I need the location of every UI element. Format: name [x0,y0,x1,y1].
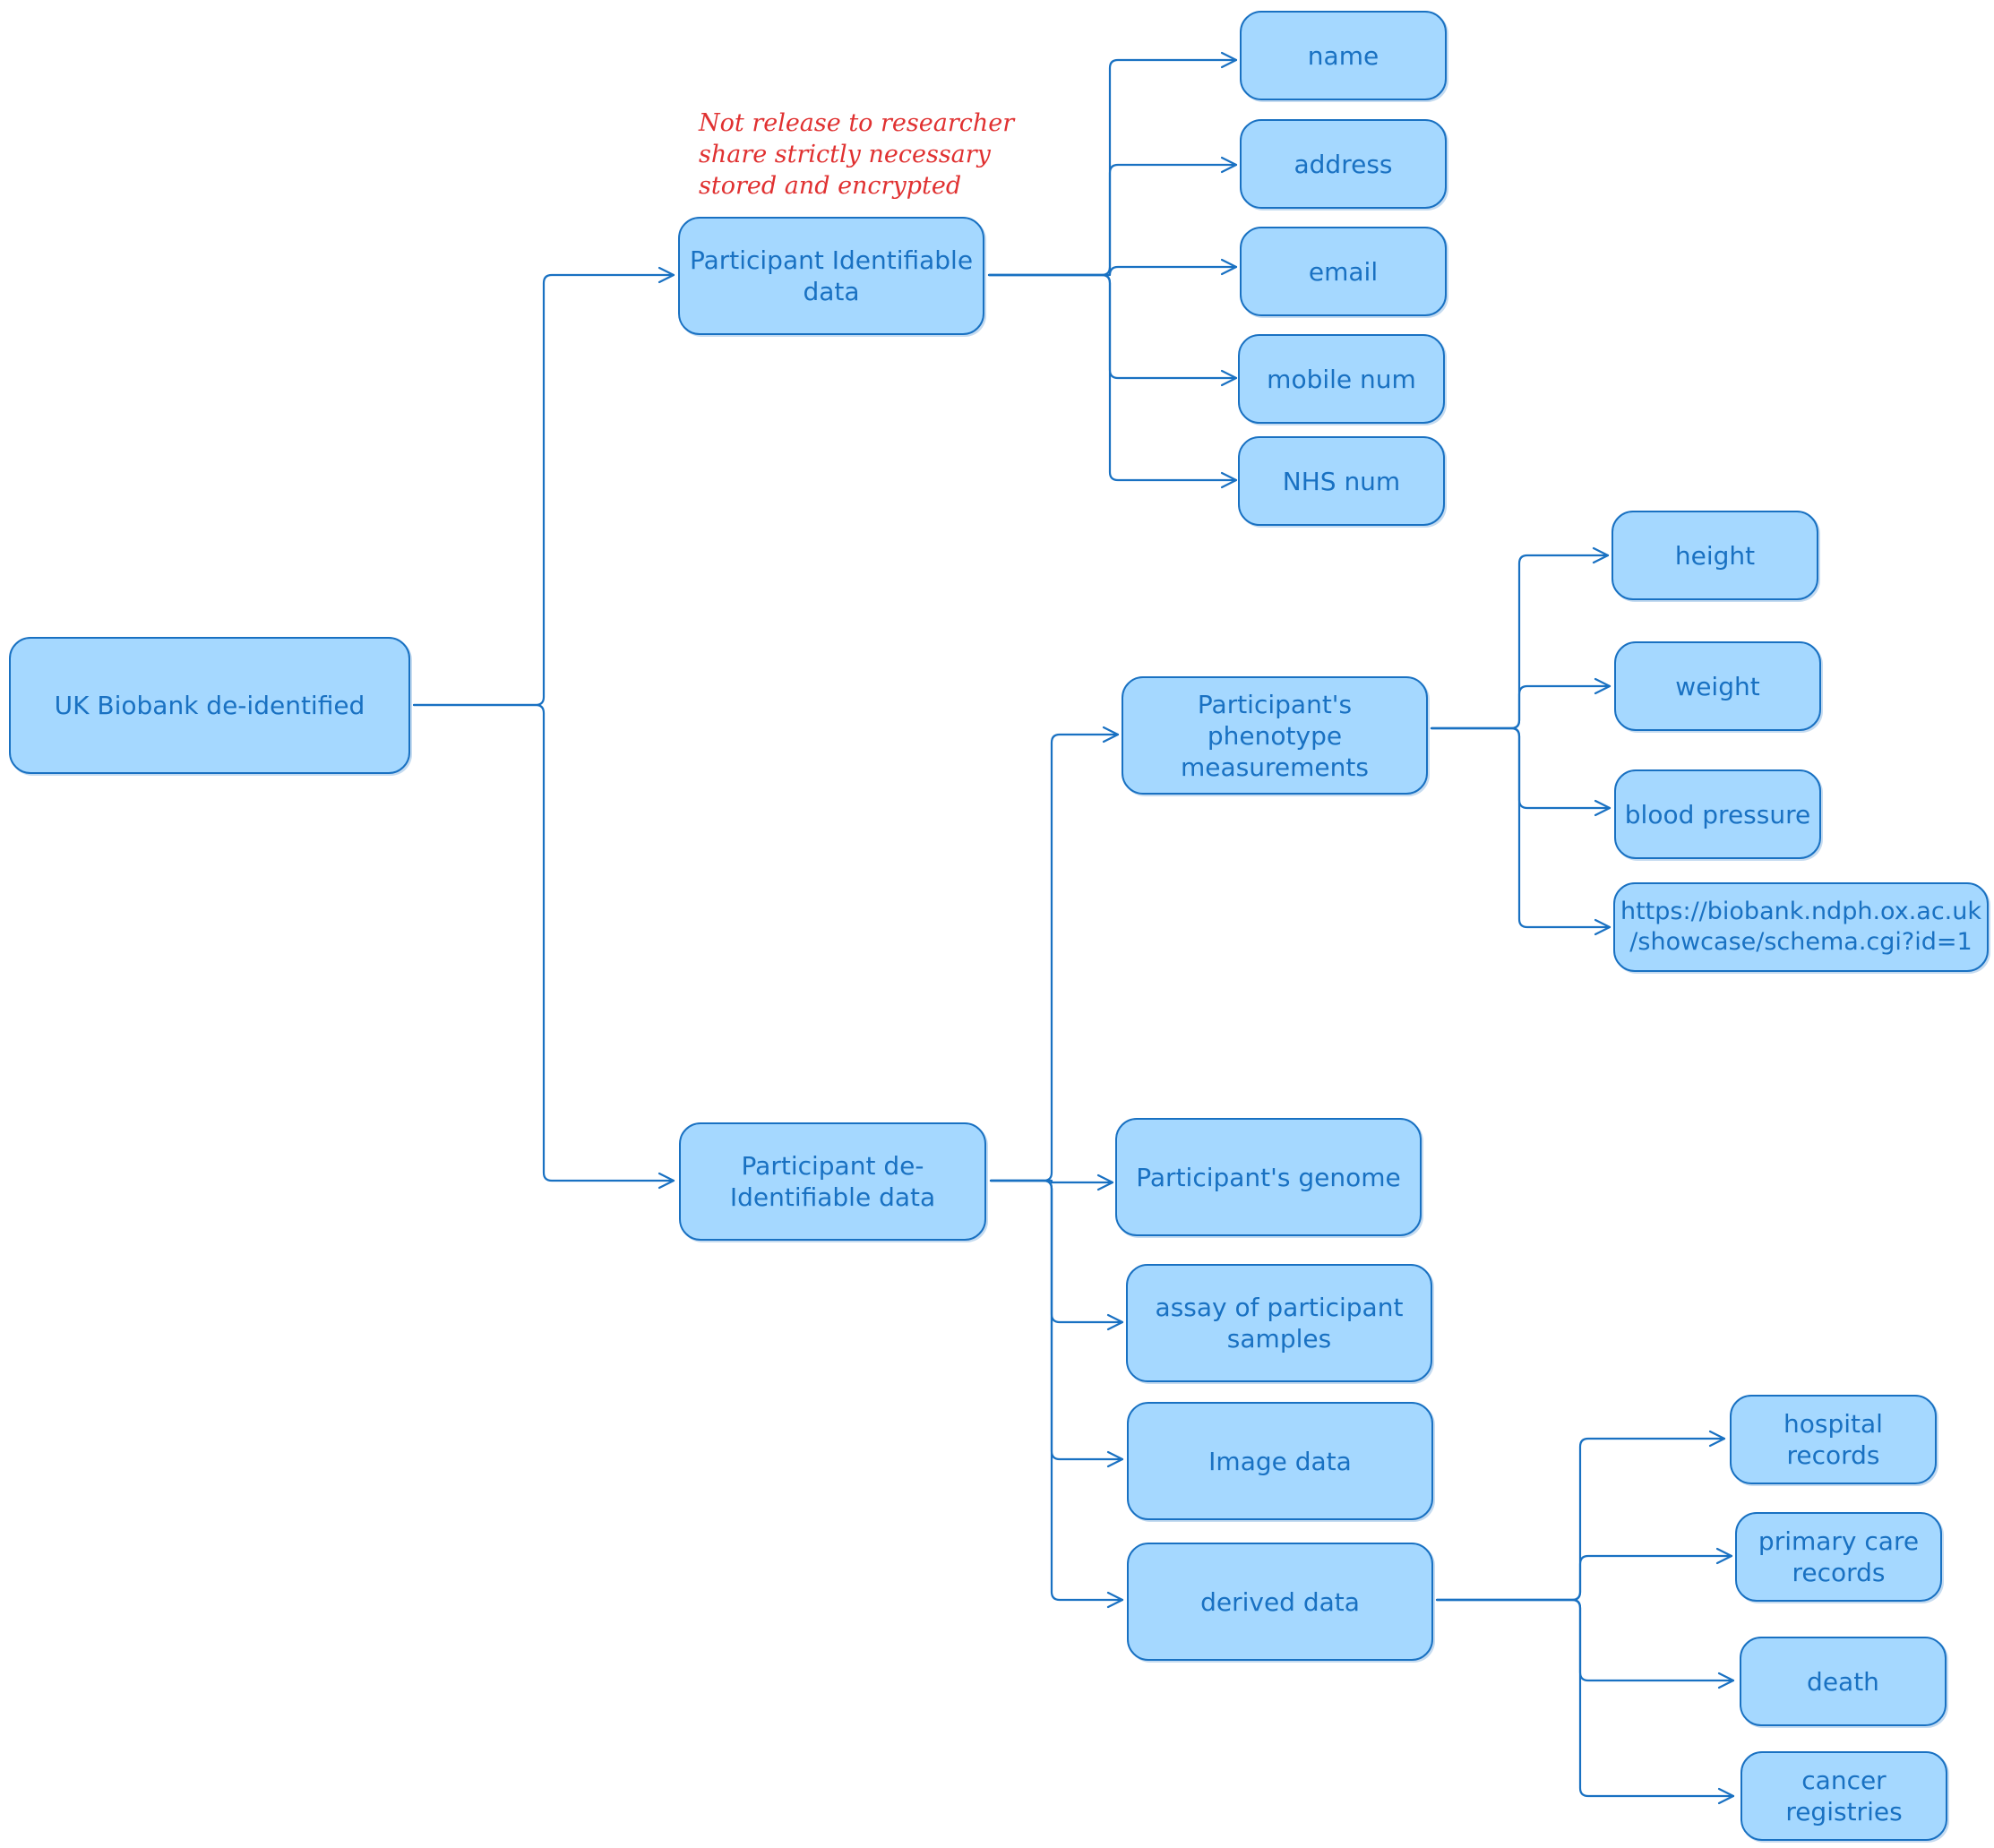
connector-root-identifiable [412,273,675,707]
connector-identifiable-address [987,163,1238,277]
connector-phenotype-weight [1430,684,1612,730]
node-image-data[interactable]: Image data [1127,1402,1433,1520]
annotation-line: stored and encrypted [699,172,962,200]
connector-derived-primary [1435,1554,1733,1602]
connector-deid-derived [989,1179,1124,1602]
connector-root-deidentifiable [412,703,675,1182]
node-phenotype-weight[interactable]: weight [1614,641,1821,731]
node-phenotype-blood-pressure[interactable]: blood pressure [1614,769,1821,859]
connector-identifiable-email [987,265,1238,277]
node-field-name[interactable]: name [1240,11,1447,100]
node-uk-biobank-de-identified[interactable]: UK Biobank de-identified [9,637,410,774]
connector-derived-cancer [1435,1598,1735,1798]
node-assay-participant-samples[interactable]: assay of participant samples [1126,1264,1432,1382]
connector-identifiable-mobile [987,273,1238,380]
connector-deid-image [989,1179,1124,1461]
annotation-line: share strictly necessary [699,141,991,168]
node-field-address[interactable]: address [1240,119,1447,209]
annotation-line: Not release to researcher [699,109,1015,137]
node-derived-death[interactable]: death [1740,1637,1947,1726]
node-phenotype-schema-link[interactable]: https://biobank.ndph.ox.ac.uk /showcase/… [1613,882,1989,972]
node-participant-genome[interactable]: Participant's genome [1115,1118,1422,1236]
node-field-mobile-num[interactable]: mobile num [1238,334,1445,424]
node-derived-cancer-registries[interactable]: cancer registries [1740,1751,1947,1841]
node-field-email[interactable]: email [1240,227,1447,316]
node-derived-primary-care-records[interactable]: primary care records [1735,1512,1942,1602]
connector-deid-phenotype [989,733,1120,1182]
node-phenotype-height[interactable]: height [1612,511,1818,600]
node-participant-identifiable-data[interactable]: Participant Identifiable data [678,217,984,335]
connector-deid-assay [989,1179,1124,1324]
connector-identifiable-nhs [987,273,1238,482]
arrowheads [658,51,1735,1805]
annotation-identifiable-note: Not release to researcher share strictly… [699,107,1014,202]
node-derived-data[interactable]: derived data [1127,1543,1433,1661]
connector-phenotype-bp [1430,726,1612,810]
node-participant-de-identifiable-data[interactable]: Participant de- Identifiable data [679,1122,986,1241]
connector-phenotype-url [1430,726,1612,929]
node-field-nhs-num[interactable]: NHS num [1238,436,1445,526]
node-derived-hospital-records[interactable]: hospital records [1730,1395,1937,1484]
node-phenotype-measurements[interactable]: Participant's phenotype measurements [1122,676,1428,795]
connector-derived-death [1435,1598,1735,1682]
